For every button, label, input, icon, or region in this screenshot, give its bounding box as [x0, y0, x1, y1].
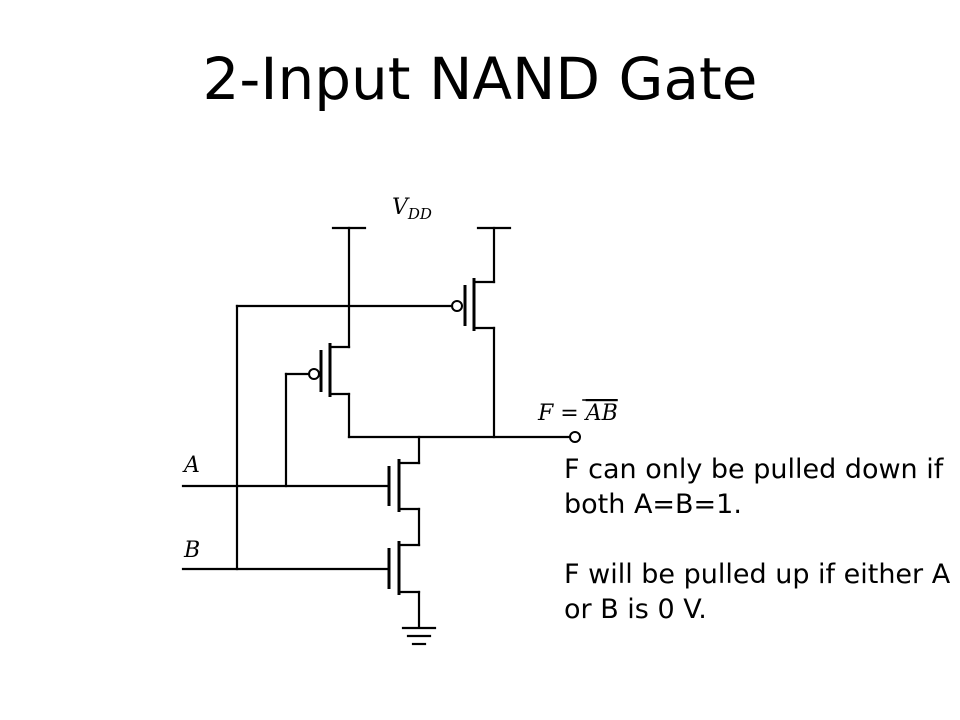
- output-label-overbar-term: AB: [584, 401, 618, 426]
- input-a-label: A: [182, 453, 200, 478]
- pmos-transistor-a: [308, 226, 367, 439]
- input-b-label: B: [183, 538, 200, 563]
- output-node: F = AB: [347, 399, 618, 443]
- vdd-label-main: V: [392, 195, 410, 220]
- nmos-transistor-b: [387, 541, 421, 628]
- input-a-wiring: A: [181, 372, 391, 488]
- output-label-prefix: F =: [537, 401, 586, 426]
- note-pull-up: F will be pulled up if either A or B is …: [564, 559, 951, 626]
- vdd-label: VDD: [392, 195, 432, 223]
- slide-title: 2-Input NAND Gate: [202, 45, 758, 113]
- note-pull-down: F can only be pulled down if both A=B=1.: [564, 454, 944, 521]
- pmos-a-gate-bubble: [308, 368, 320, 380]
- nmos-transistor-a: [387, 435, 421, 547]
- output-label: F = AB: [537, 401, 618, 426]
- ground-symbol: [401, 626, 437, 646]
- explanation-notes: F can only be pulled down if both A=B=1.…: [564, 452, 954, 627]
- pmos-transistor-b: [451, 226, 512, 439]
- output-terminal: [569, 431, 581, 443]
- input-b-wiring: B: [181, 304, 454, 571]
- pmos-b-gate-bubble: [451, 300, 463, 312]
- note-spacer: [564, 522, 954, 557]
- vdd-label-subscript: DD: [407, 205, 432, 223]
